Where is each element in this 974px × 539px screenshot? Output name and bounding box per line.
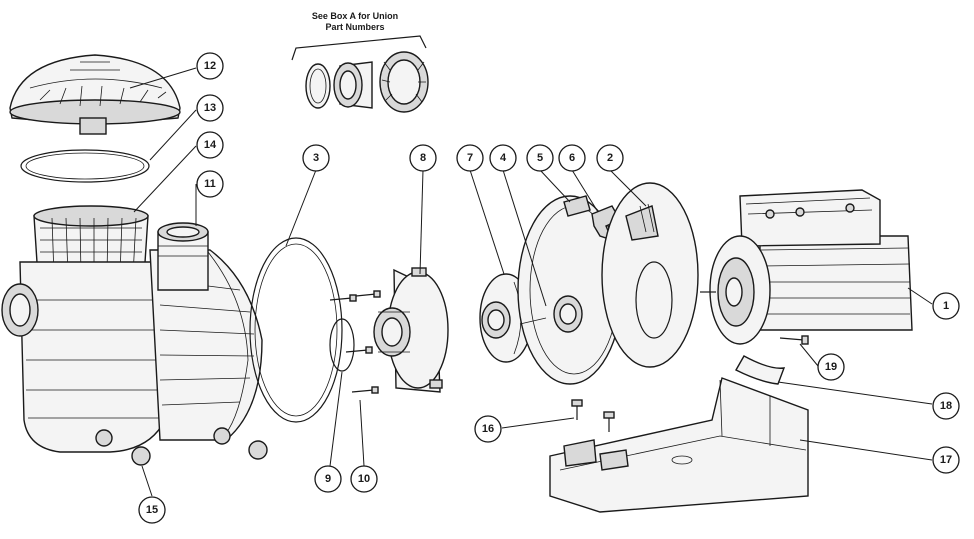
svg-text:11: 11 bbox=[204, 178, 216, 190]
svg-text:8: 8 bbox=[420, 152, 426, 164]
strainer-lid bbox=[9, 54, 181, 135]
svg-text:12: 12 bbox=[204, 60, 216, 72]
callout-6: 6 bbox=[558, 144, 586, 172]
union-note-line-2: Part Numbers bbox=[325, 22, 384, 32]
lid-o-ring bbox=[20, 149, 150, 183]
svg-text:5: 5 bbox=[537, 152, 543, 164]
motor-base bbox=[549, 377, 809, 513]
union-note: See Box A for Union Part Numbers bbox=[291, 11, 427, 61]
callout-17: 17 bbox=[932, 446, 960, 474]
svg-text:14: 14 bbox=[204, 139, 217, 151]
svg-text:16: 16 bbox=[482, 423, 494, 435]
diffuser-o-ring bbox=[329, 318, 355, 372]
diffuser bbox=[373, 267, 449, 393]
union-note-line-1: See Box A for Union bbox=[312, 11, 398, 21]
callout-4: 4 bbox=[489, 144, 517, 172]
svg-text:13: 13 bbox=[204, 102, 216, 114]
callout-13: 13 bbox=[196, 94, 224, 122]
svg-text:1: 1 bbox=[943, 300, 949, 312]
callout-14: 14 bbox=[196, 131, 224, 159]
callout-1: 1 bbox=[932, 292, 960, 320]
svg-text:10: 10 bbox=[358, 473, 370, 485]
svg-text:6: 6 bbox=[569, 152, 575, 164]
callout-12: 12 bbox=[196, 52, 224, 80]
motor-mounting-pad bbox=[735, 355, 786, 385]
svg-text:19: 19 bbox=[825, 361, 837, 373]
clamp-knob bbox=[563, 195, 621, 242]
strainer-housing bbox=[1, 205, 268, 466]
motor-adapter-plate bbox=[601, 182, 699, 368]
svg-text:4: 4 bbox=[500, 152, 507, 164]
callout-10: 10 bbox=[350, 465, 378, 493]
callout-3: 3 bbox=[302, 144, 330, 172]
diffuser-screws bbox=[329, 290, 381, 394]
callout-9: 9 bbox=[314, 465, 342, 493]
callout-5: 5 bbox=[526, 144, 554, 172]
callout-8: 8 bbox=[409, 144, 437, 172]
svg-text:15: 15 bbox=[146, 504, 158, 516]
body-o-ring bbox=[249, 237, 343, 423]
drain-plug-left bbox=[95, 429, 113, 447]
union-bracket bbox=[291, 35, 427, 61]
svg-text:7: 7 bbox=[467, 152, 473, 164]
callout-2: 2 bbox=[596, 144, 624, 172]
seal-plate bbox=[517, 195, 623, 385]
callout-7: 7 bbox=[456, 144, 484, 172]
callout-11: 11 bbox=[196, 170, 224, 198]
leader-lines bbox=[129, 67, 933, 497]
svg-text:2: 2 bbox=[607, 152, 613, 164]
svg-text:18: 18 bbox=[940, 400, 952, 412]
base-screws bbox=[571, 399, 615, 432]
svg-text:3: 3 bbox=[313, 152, 319, 164]
callout-18: 18 bbox=[932, 392, 960, 420]
svg-text:17: 17 bbox=[940, 454, 952, 466]
union-parts bbox=[305, 51, 429, 113]
callout-19: 19 bbox=[817, 353, 845, 381]
callout-16: 16 bbox=[474, 415, 502, 443]
svg-text:9: 9 bbox=[325, 473, 331, 485]
drain-plug-far-right bbox=[248, 440, 268, 460]
motor bbox=[700, 189, 913, 345]
drain-plug-center bbox=[131, 446, 151, 466]
drain-plug-right bbox=[213, 427, 231, 445]
motor-foot-screw bbox=[779, 337, 805, 341]
callout-15: 15 bbox=[138, 496, 166, 524]
